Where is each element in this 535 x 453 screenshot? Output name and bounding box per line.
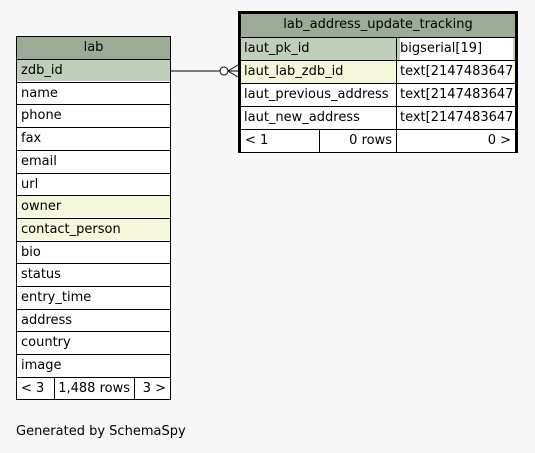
lab-column-name: status	[21, 267, 61, 283]
lab-table-header[interactable]: lab	[17, 37, 170, 59]
generated-by-note: Generated by SchemaSpy	[16, 424, 186, 439]
lab-column-row[interactable]: zdb_id	[17, 59, 170, 81]
lab-column-name: email	[21, 153, 57, 169]
lab-column-row[interactable]: phone	[17, 104, 170, 126]
lab-column-row[interactable]: email	[17, 149, 170, 172]
lab-column-row[interactable]: address	[17, 308, 170, 331]
optional-circle-icon	[219, 66, 229, 76]
laut-column-name: laut_previous_address	[244, 87, 389, 102]
lab-column-name: url	[21, 176, 39, 192]
lab-column-name: bio	[21, 244, 41, 260]
laut-table-footer: < 1 0 rows 0 >	[241, 129, 515, 152]
lab-children-link[interactable]: 3 >	[142, 381, 166, 396]
laut-table[interactable]: lab_address_update_tracking laut_pk_id bi…	[238, 11, 518, 153]
lab-column-name: phone	[21, 108, 62, 124]
lab-column-row[interactable]: contact_person	[17, 217, 170, 240]
lab-column-row[interactable]: owner	[17, 195, 170, 218]
lab-column-row[interactable]: name	[17, 81, 170, 104]
laut-row-count: 0 rows	[349, 133, 392, 148]
lab-row-count: 1,488 rows	[58, 381, 130, 396]
lab-column-name: fax	[21, 131, 42, 147]
laut-table-title: lab_address_update_tracking	[283, 17, 473, 32]
laut-column-type: text[2147483647]	[400, 61, 513, 83]
laut-column-row[interactable]: laut_previous_address text[2147483647]	[241, 83, 515, 106]
lab-column-row[interactable]: fax	[17, 127, 170, 149]
lab-column-name: name	[21, 85, 58, 101]
laut-column-row[interactable]: laut_pk_id bigserial[19]	[241, 37, 515, 60]
lab-column-name: address	[21, 312, 73, 328]
laut-children-link[interactable]: 0 >	[487, 133, 511, 148]
lab-column-row[interactable]: url	[17, 172, 170, 195]
crows-foot-icon	[227, 64, 239, 78]
lab-column-name: zdb_id	[21, 63, 63, 78]
laut-column-name: laut_lab_zdb_id	[244, 64, 344, 79]
lab-parents-link[interactable]: < 3	[21, 381, 45, 396]
lab-column-row[interactable]: image	[17, 354, 170, 376]
lab-column-name: entry_time	[21, 290, 92, 305]
laut-column-type: text[2147483647]	[400, 107, 513, 129]
laut-column-name: laut_new_address	[244, 110, 360, 125]
lab-column-row[interactable]: entry_time	[17, 286, 170, 308]
laut-column-row[interactable]: laut_new_address text[2147483647]	[241, 106, 515, 129]
laut-table-header[interactable]: lab_address_update_tracking	[241, 14, 515, 37]
lab-column-name: country	[21, 335, 71, 351]
lab-column-row[interactable]: bio	[17, 240, 170, 263]
laut-parents-link[interactable]: < 1	[245, 133, 269, 148]
laut-column-type: bigserial[19]	[400, 38, 513, 60]
lab-column-row[interactable]: country	[17, 331, 170, 353]
lab-column-row[interactable]: status	[17, 263, 170, 285]
lab-table-title: lab	[83, 40, 104, 55]
laut-column-row[interactable]: laut_lab_zdb_id text[2147483647]	[241, 60, 515, 83]
lab-table-footer: < 3 1,488 rows 3 >	[17, 377, 170, 399]
laut-column-name: laut_pk_id	[244, 41, 310, 56]
lab-column-name: image	[21, 358, 62, 374]
lab-column-name: contact_person	[21, 221, 121, 237]
lab-column-name: owner	[21, 199, 62, 215]
laut-column-type: text[2147483647]	[400, 84, 513, 106]
